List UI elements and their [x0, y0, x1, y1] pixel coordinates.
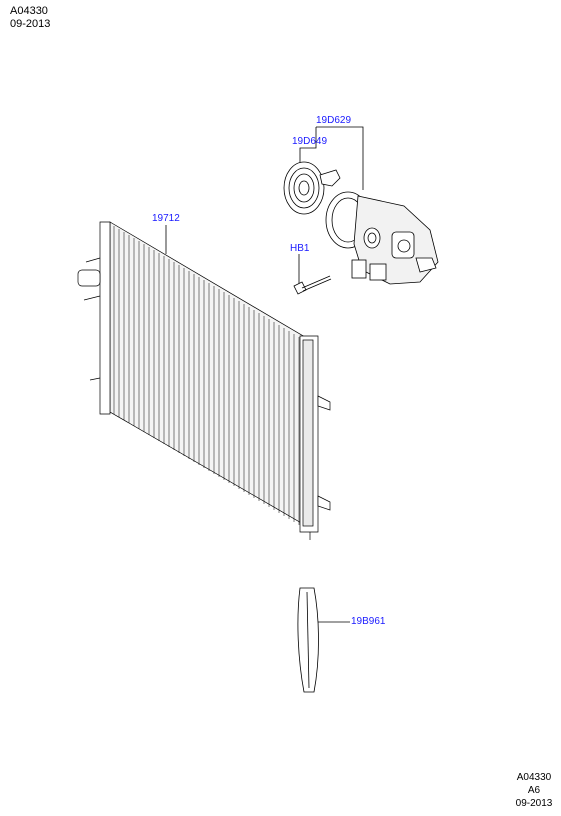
clutch-pulley-icon	[283, 161, 341, 215]
diagram-date: 09-2013	[10, 18, 51, 30]
diagram-code: A04330	[10, 5, 48, 17]
callout-19B961[interactable]: 19B961	[351, 616, 386, 627]
compressor-icon	[325, 191, 439, 285]
footer-date: 09-2013	[515, 798, 553, 809]
footer-sheet: A6	[527, 785, 541, 796]
footer-code: A04330	[516, 772, 552, 783]
callout-HB1[interactable]: HB1	[290, 243, 310, 254]
condenser-icon	[77, 221, 331, 540]
callout-19712[interactable]: 19712	[152, 213, 180, 224]
callout-19D629[interactable]: 19D629	[316, 115, 352, 126]
leader-lines	[165, 126, 364, 623]
callout-19D649[interactable]: 19D649	[292, 136, 328, 147]
bolt-icon	[293, 275, 332, 295]
leader-19D649	[299, 127, 317, 166]
leader-19D629	[316, 126, 364, 190]
seal-strip-icon	[297, 587, 319, 693]
